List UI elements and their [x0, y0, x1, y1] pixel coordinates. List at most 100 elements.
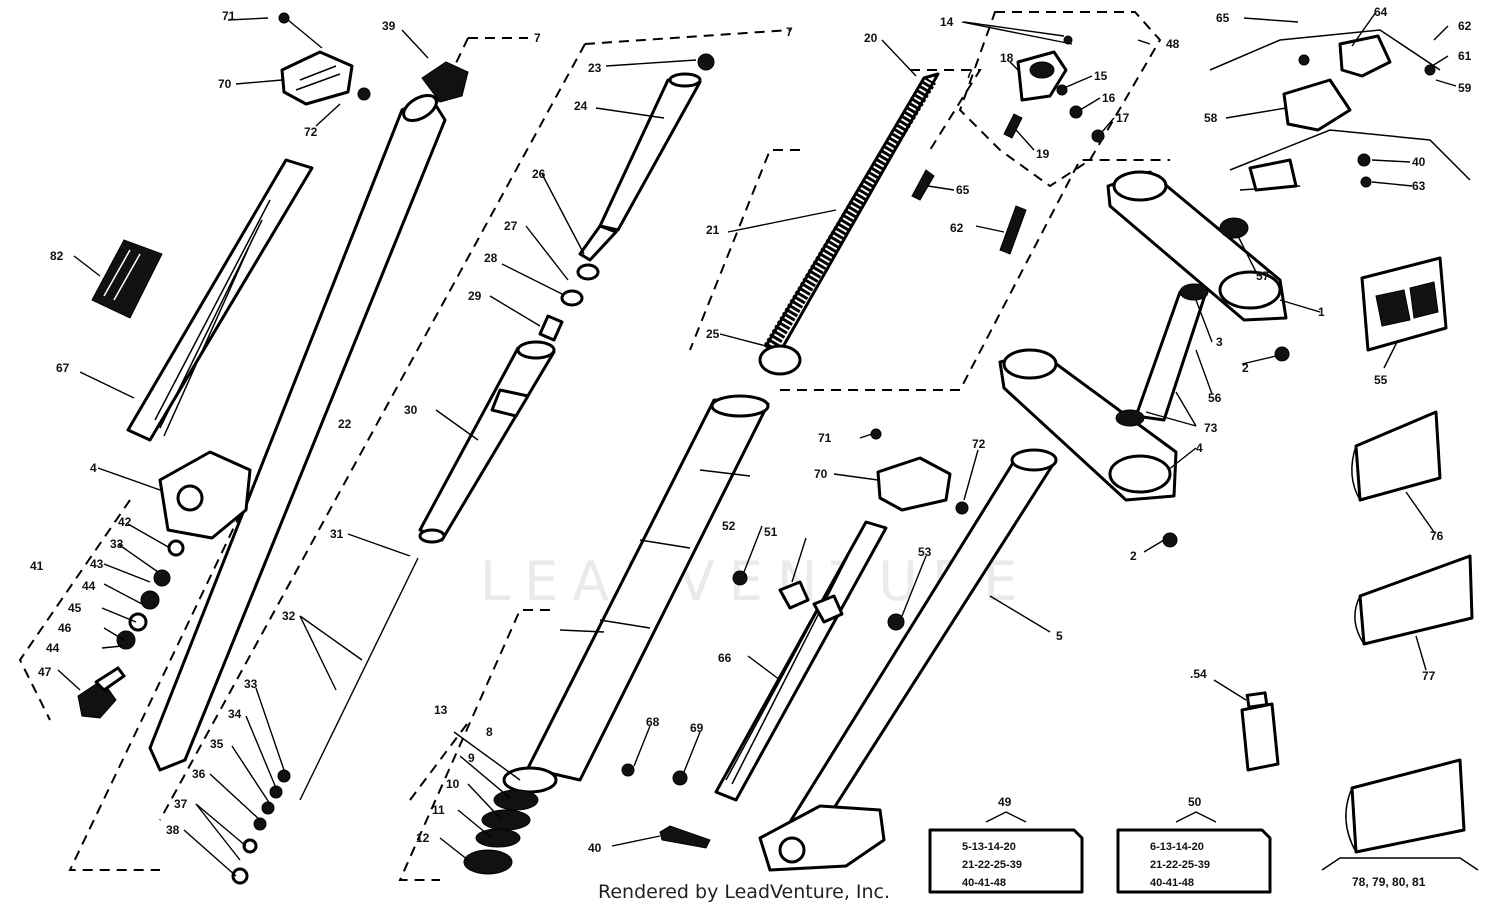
label-1: 1 [1318, 305, 1325, 319]
label-4-right: 4 [1196, 441, 1203, 455]
tube-bands [599, 469, 751, 629]
label-23: 23 [588, 61, 602, 75]
label-62b: 62 [950, 221, 964, 235]
part-44 [128, 612, 148, 632]
label-12: 12 [416, 831, 430, 845]
group-bracket-48 [958, 11, 1162, 188]
label-70a: 70 [218, 77, 232, 91]
part-38 [231, 867, 249, 885]
kit-50-pointer [1175, 811, 1217, 823]
decal-82 [91, 239, 163, 319]
nut-72-right [955, 501, 969, 515]
label-44a: 44 [82, 579, 96, 593]
label-65a: 65 [1216, 11, 1230, 25]
part-35 [261, 801, 275, 815]
spacer-25 [758, 344, 802, 376]
cylinder-collar [490, 388, 530, 418]
lower-clamp-right-bore [1108, 454, 1172, 494]
label-58: 58 [1204, 111, 1218, 125]
decal-55-mark1 [1375, 289, 1411, 327]
label-44b: 44 [46, 641, 60, 655]
part-42 [167, 539, 185, 557]
group-bracket-7b [159, 29, 791, 821]
upper-clamp-right-bore [1218, 270, 1282, 310]
label-2-upper: 2 [1242, 361, 1249, 375]
label-17: 17 [1116, 111, 1130, 125]
label-76: 76 [1430, 529, 1444, 543]
label-59: 59 [1458, 81, 1472, 95]
label-29: 29 [468, 289, 482, 303]
guard-77 [1358, 554, 1474, 646]
label-70b: 70 [814, 467, 828, 481]
part-36 [253, 817, 267, 831]
kit-49-box [928, 828, 1084, 894]
label-7c: 7 [966, 67, 973, 81]
label-16: 16 [1102, 91, 1116, 105]
inner-tube-5 [788, 456, 1054, 832]
label-11: 11 [432, 803, 445, 817]
label-7a: 7 [534, 31, 541, 45]
label-82: 82 [50, 249, 64, 263]
part-69 [672, 770, 688, 786]
washer-73 [1115, 409, 1145, 427]
label-40a: 40 [1412, 155, 1426, 169]
label-61: 61 [1458, 49, 1472, 63]
label-19: 19 [1036, 147, 1050, 161]
label-36: 36 [192, 767, 206, 781]
part-34 [269, 785, 283, 799]
credit-text: Rendered by LeadVenture, Inc. [598, 881, 890, 903]
slider-66-shading [725, 539, 857, 785]
part-43 [153, 569, 171, 587]
label-73: 73 [1204, 421, 1218, 435]
seal-11 [475, 828, 521, 848]
label-57: 57 [1256, 269, 1270, 283]
oil-bottle-cap [1245, 691, 1269, 709]
label-7b: 7 [786, 25, 793, 39]
slider-shading [154, 199, 271, 437]
label-40b: 40 [588, 841, 602, 855]
label-41: 41 [30, 559, 44, 573]
part-68 [621, 763, 635, 777]
seal-10 [481, 809, 531, 831]
guard-76-fold [1351, 445, 1361, 501]
kit-50: 50 6-13-14-20 21-22-25-39 40-41-48 [1150, 795, 1210, 889]
label-31: 31 [330, 527, 344, 541]
part-37 [242, 838, 258, 854]
fork-cap-39 [421, 61, 469, 103]
label-22: 22 [338, 417, 352, 431]
label-65b: 65 [956, 183, 970, 197]
tube-top-left [402, 94, 438, 122]
label-55: 55 [1374, 373, 1388, 387]
ring-28 [560, 289, 584, 307]
label-38: 38 [166, 823, 180, 837]
part-14 [1063, 35, 1073, 45]
label-32: 32 [282, 609, 296, 623]
label-34: 34 [228, 707, 242, 721]
bolt-62-center [999, 205, 1027, 255]
label-51: 51 [764, 525, 778, 539]
part-52 [732, 570, 748, 586]
bracket-78 [1321, 857, 1479, 871]
cap-18-top [1029, 61, 1055, 79]
label-3: 3 [1216, 335, 1223, 349]
kit-50-line3: 40-41-48 [1150, 877, 1194, 889]
damper-rod-top [668, 72, 702, 88]
decal-55-mark2 [1409, 281, 1439, 319]
guard-78-81 [1350, 758, 1466, 854]
kit-49-line1: 5-13-14-20 [962, 841, 1016, 853]
label-71b: 71 [818, 431, 832, 445]
seal-9 [493, 789, 539, 811]
kit-50-line2: 21-22-25-39 [1150, 859, 1210, 871]
ring-26 [576, 263, 600, 281]
label-66: 66 [718, 651, 732, 665]
label-14: 14 [940, 15, 954, 29]
clamp-70-right [876, 456, 952, 512]
label-18: 18 [1000, 51, 1014, 65]
part-15 [1056, 84, 1068, 96]
cylinder-bottom [418, 528, 446, 544]
label-39: 39 [382, 19, 396, 33]
outer-tube-top [710, 394, 770, 418]
label-64: 64 [1374, 5, 1388, 19]
label-46: 46 [58, 621, 72, 635]
